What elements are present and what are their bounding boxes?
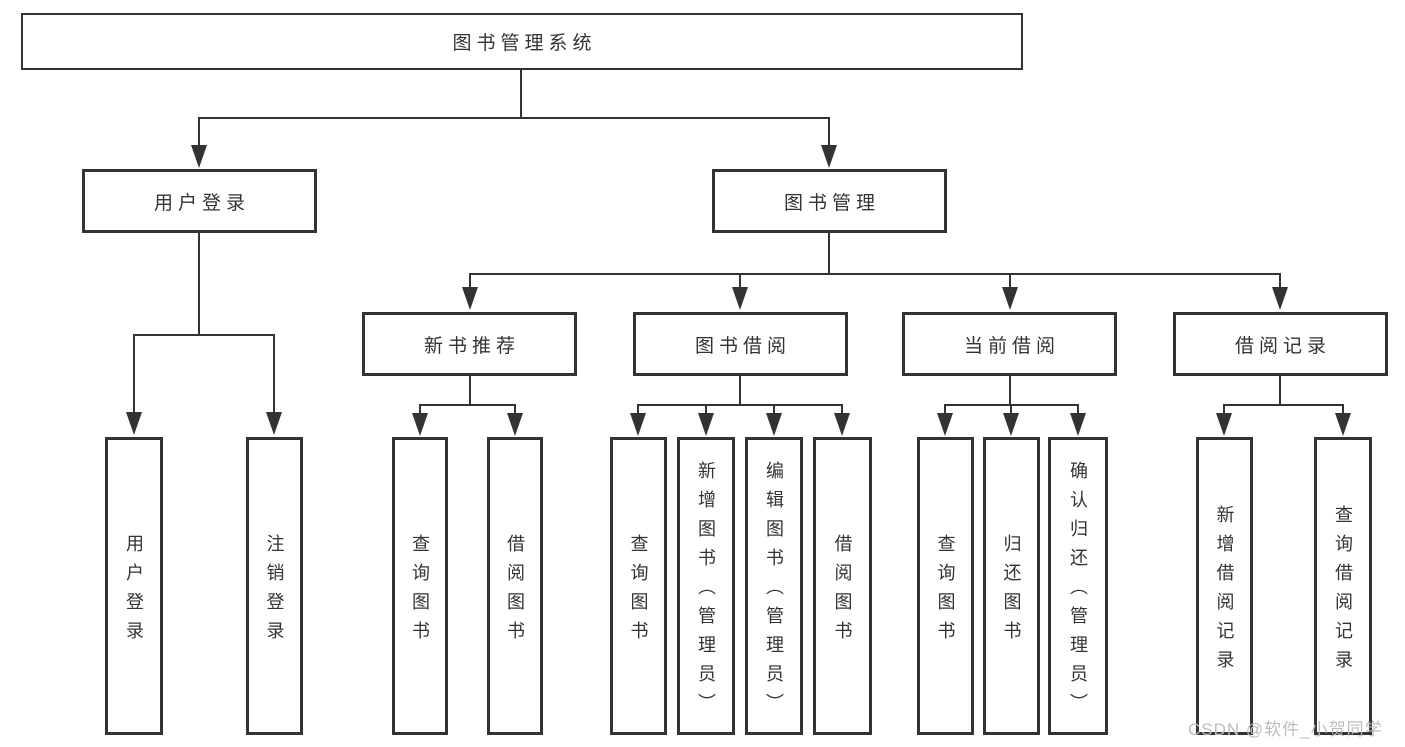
node-borrow-records: 借阅记录 (1173, 312, 1388, 376)
arrow-down-icon (1335, 413, 1351, 436)
leaf-return-books: 归还图书 (983, 437, 1040, 735)
connector-line (828, 233, 830, 275)
arrow-down-icon (766, 413, 782, 436)
connector-line (944, 404, 946, 418)
connector-line (469, 273, 1281, 275)
leaf-label: 查询图书 (628, 533, 649, 650)
leaf-label: 借阅图书 (832, 533, 853, 650)
leaf-edit-books-admin: 编辑图书（管理员） (745, 437, 803, 735)
connector-line (273, 334, 275, 416)
leaf-label: 查询图书 (935, 533, 956, 650)
connector-line (841, 404, 843, 418)
connector-line (1279, 273, 1281, 291)
connector-line (514, 404, 516, 418)
node-label: 图书管理系统 (452, 33, 597, 54)
connector-line (520, 70, 522, 118)
connector-line (419, 404, 421, 418)
arrow-down-icon (1002, 287, 1018, 310)
connector-line (133, 334, 275, 336)
connector-line (198, 117, 830, 119)
arrow-down-icon (1272, 287, 1288, 310)
connector-line (419, 404, 516, 406)
connector-line (637, 404, 639, 418)
connector-line (469, 376, 471, 406)
arrow-down-icon (821, 145, 837, 168)
node-label: 图书管理 (783, 192, 880, 214)
leaf-add-borrow-record: 新增借阅记录 (1196, 437, 1253, 735)
connector-line (705, 404, 707, 418)
arrow-down-icon (126, 412, 142, 435)
connector-line (739, 273, 741, 291)
leaf-label: 借阅图书 (505, 533, 525, 650)
arrow-down-icon (1216, 413, 1232, 436)
arrow-down-icon (630, 413, 646, 436)
connector-line (1279, 376, 1281, 406)
connector-line (469, 273, 471, 291)
node-book-borrow: 图书借阅 (633, 312, 848, 376)
connector-line (1223, 404, 1344, 406)
node-new-book-recommend: 新书推荐 (362, 312, 577, 376)
arrow-down-icon (698, 413, 714, 436)
arrow-down-icon (412, 413, 428, 436)
leaf-query-books-borrow: 查询图书 (610, 437, 667, 735)
arrow-down-icon (462, 287, 478, 310)
node-label: 用户登录 (153, 192, 250, 214)
leaf-label: 用户登录 (124, 533, 144, 650)
leaf-query-borrow-record: 查询借阅记录 (1314, 437, 1372, 735)
connector-line (1010, 404, 1012, 418)
node-user-login: 用户登录 (82, 169, 317, 233)
connector-line (637, 404, 843, 406)
connector-line (1077, 404, 1079, 418)
leaf-label: 注销登录 (264, 533, 285, 650)
arrow-down-icon (507, 413, 523, 436)
leaf-borrow-books-recommend: 借阅图书 (487, 437, 543, 735)
node-label: 借阅记录 (1234, 335, 1331, 357)
connector-line (198, 117, 200, 148)
connector-line (1009, 273, 1011, 291)
leaf-user-login: 用户登录 (105, 437, 163, 735)
connector-line (1223, 404, 1225, 418)
leaf-label: 新增图书（管理员） (696, 461, 716, 722)
node-book-management: 图书管理 (712, 169, 947, 233)
node-current-borrow: 当前借阅 (902, 312, 1117, 376)
arrow-down-icon (191, 145, 207, 168)
connector-line (773, 404, 775, 418)
leaf-label: 编辑图书（管理员） (764, 461, 784, 722)
leaf-add-books-admin: 新增图书（管理员） (677, 437, 735, 735)
leaf-label: 归还图书 (1001, 533, 1022, 650)
arrow-down-icon (937, 413, 953, 436)
arrow-down-icon (732, 287, 748, 310)
connector-line (828, 117, 830, 148)
arrow-down-icon (266, 412, 282, 435)
node-library-management-system: 图书管理系统 (21, 13, 1023, 70)
connector-line (198, 233, 200, 335)
leaf-label: 查询图书 (410, 533, 430, 650)
leaf-confirm-return-admin: 确认归还（管理员） (1048, 437, 1108, 735)
connector-line (1342, 404, 1344, 418)
arrow-down-icon (1070, 413, 1086, 436)
node-label: 当前借阅 (963, 335, 1060, 357)
leaf-label: 确认归还（管理员） (1068, 461, 1088, 722)
leaf-logout: 注销登录 (246, 437, 303, 735)
leaf-query-books-current: 查询图书 (917, 437, 974, 735)
connector-line (1009, 376, 1011, 406)
leaf-label: 查询借阅记录 (1333, 504, 1353, 679)
connector-line (133, 334, 135, 416)
leaf-label: 新增借阅记录 (1214, 504, 1235, 679)
leaf-query-books-recommend: 查询图书 (392, 437, 448, 735)
leaf-borrow-books: 借阅图书 (813, 437, 872, 735)
node-label: 新书推荐 (423, 335, 520, 357)
connector-line (739, 376, 741, 406)
node-label: 图书借阅 (694, 335, 791, 357)
arrow-down-icon (834, 413, 850, 436)
arrow-down-icon (1003, 413, 1019, 436)
watermark: CSDN @软件_小贺同学 (1188, 720, 1383, 739)
